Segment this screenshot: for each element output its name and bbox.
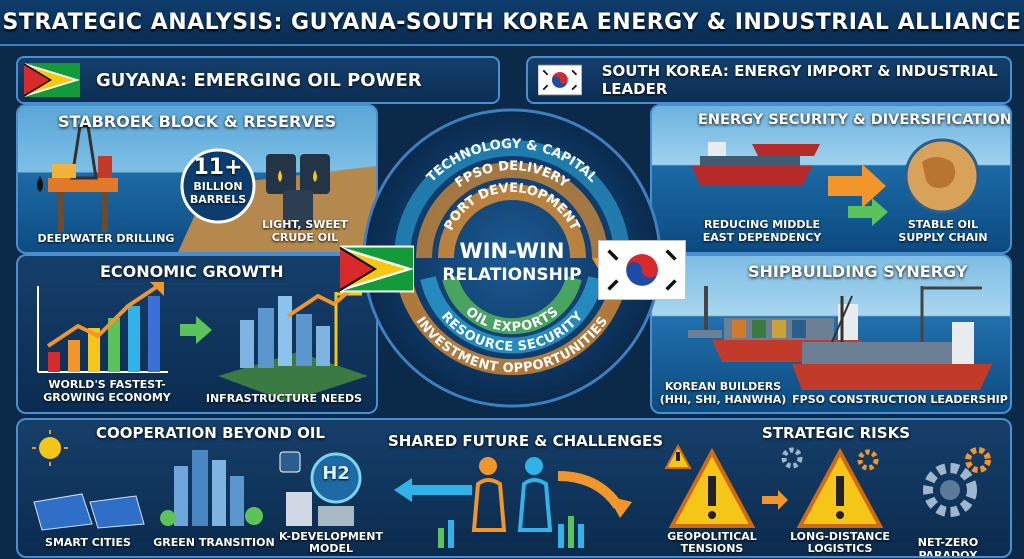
shipbuilding-title: SHIPBUILDING SYNERGY xyxy=(748,262,968,281)
fastest-growing-caption-1: WORLD'S FASTEST- xyxy=(48,378,166,391)
reserves-badge xyxy=(180,148,256,224)
hydrogen-icon xyxy=(279,451,362,526)
reserves-badge-unit-1: BILLION xyxy=(193,180,243,193)
gear-icon xyxy=(781,447,991,517)
green-city-icon xyxy=(160,450,263,526)
win-win-circle: TECHNOLOGY & CAPITAL FPSO DELIVERY PORT … xyxy=(362,108,662,408)
reserves-badge-value: 11+ xyxy=(193,155,243,180)
bottom-band: COOPERATION BEYOND OIL H2 SMART CITIES G… xyxy=(16,418,1012,558)
strategic-risks-title: STRATEGIC RISKS xyxy=(762,424,910,442)
tanker-ship-icon xyxy=(692,142,820,186)
growth-panel: ECONOMIC GROWTH WORLD'S FASTEST- GROWING… xyxy=(16,254,378,414)
net-zero-caption: NET-ZERO PARADOX xyxy=(917,536,979,558)
oil-drop-icon xyxy=(37,176,43,192)
korean-builders-caption-2: (HHI, SHI, HANWHA) xyxy=(659,393,787,406)
bottom-illustration xyxy=(32,430,991,548)
growth-illustration xyxy=(37,278,368,402)
win-win-subtitle: RELATIONSHIP xyxy=(442,265,581,285)
shipbuilding-panel: SHIPBUILDING SYNERGY KOREAN BUILDERS (HH… xyxy=(650,254,1012,414)
center-guyana-flag-icon xyxy=(340,245,414,293)
oil-rig-icon xyxy=(48,124,118,232)
growth-arrow-icon xyxy=(180,316,212,344)
fpso-leadership-caption: FPSO CONSTRUCTION LEADERSHIP xyxy=(792,393,1008,406)
stable-supply-caption-1: STABLE OIL xyxy=(907,218,979,231)
korea-header-label: SOUTH KOREA: ENERGY IMPORT & INDUSTRIAL … xyxy=(601,62,998,98)
korea-flag-icon xyxy=(538,64,582,96)
infrastructure-caption: INFRASTRUCTURE NEEDS xyxy=(205,392,363,405)
handshake-people-icon xyxy=(471,457,553,532)
guyana-header-label: GUYANA: EMERGING OIL POWER xyxy=(96,69,422,91)
guyana-flag-icon xyxy=(24,63,80,97)
stabroek-panel: STABROEK BLOCK & RESERVES 11+ BILLION BA… xyxy=(16,104,378,254)
fpso-ship-icon xyxy=(792,295,992,390)
stabroek-illustration xyxy=(37,124,376,252)
geopolitical-caption-1: GEOPOLITICAL xyxy=(667,530,757,543)
energy-illustration xyxy=(692,138,980,226)
growth-bar-chart-icon xyxy=(37,282,168,373)
shared-future-title: SHARED FUTURE & CHALLENGES xyxy=(388,432,664,450)
smart-cities-caption: SMART CITIES xyxy=(45,536,131,549)
oil-barrels-icon xyxy=(266,154,330,230)
warning-icon-small xyxy=(664,443,692,469)
fastest-growing-caption-2: GROWING ECONOMY xyxy=(43,391,171,404)
mini-bar-chart-icon xyxy=(438,516,584,548)
energy-title: ENERGY SECURITY & DIVERSIFICATION xyxy=(698,112,1012,128)
stable-supply-caption-2: SUPPLY CHAIN xyxy=(898,231,988,244)
arrow-to-globe-icon xyxy=(828,164,886,208)
infrastructure-city-icon xyxy=(218,278,368,402)
logistics-caption-2: LOGISTICS xyxy=(807,542,873,555)
korea-header: SOUTH KOREA: ENERGY IMPORT & INDUSTRIAL … xyxy=(526,56,1012,104)
top-arrows xyxy=(394,140,630,259)
offshore-rig-icon xyxy=(688,286,722,338)
center-korea-flag-icon xyxy=(598,240,686,300)
main-title-bar: STRATEGIC ANALYSIS: GUYANA-SOUTH KOREA E… xyxy=(0,0,1024,46)
solar-panels-icon xyxy=(33,493,145,531)
middle-east-caption-2: EAST DEPENDENCY xyxy=(702,231,822,244)
logistics-caption-1: LONG-DISTANCE xyxy=(790,530,890,543)
warning-icon-logistics xyxy=(796,447,884,528)
risk-arrow-icon xyxy=(762,490,788,510)
middle-east-caption-1: REDUCING MIDDLE xyxy=(703,218,821,231)
stabroek-title: STABROEK BLOCK & RESERVES xyxy=(58,112,337,131)
right-arrow-icon xyxy=(557,471,623,509)
bottom-arrows xyxy=(396,275,628,376)
reserves-badge-unit-2: BARRELS xyxy=(189,193,247,206)
cooperation-title: COOPERATION BEYOND OIL xyxy=(96,424,325,442)
warning-icon-geopolitical xyxy=(668,447,756,528)
h2-badge: H2 xyxy=(322,463,350,484)
growth-title: ECONOMIC GROWTH xyxy=(100,262,284,281)
win-win-title: WIN-WIN xyxy=(460,239,565,263)
shipbuilding-illustration xyxy=(688,286,992,390)
k-development-caption-1: K-DEVELOPMENT xyxy=(278,530,383,543)
guyana-header: GUYANA: EMERGING OIL POWER xyxy=(16,56,500,104)
k-development-caption-2: MODEL xyxy=(309,542,353,555)
green-transition-caption: GREEN TRANSITION xyxy=(153,536,275,549)
page-title: STRATEGIC ANALYSIS: GUYANA-SOUTH KOREA E… xyxy=(2,9,1022,35)
deepwater-caption: DEEPWATER DRILLING xyxy=(37,232,175,245)
korean-builders-caption-1: KOREAN BUILDERS xyxy=(664,380,782,393)
energy-security-panel: ENERGY SECURITY & DIVERSIFICATION REDUCI… xyxy=(650,104,1012,254)
crude-caption-2: CRUDE OIL xyxy=(271,231,339,244)
sun-icon xyxy=(32,430,68,466)
crude-caption-1: LIGHT, SWEET xyxy=(262,218,348,231)
geopolitical-caption-2: TENSIONS xyxy=(680,542,744,555)
